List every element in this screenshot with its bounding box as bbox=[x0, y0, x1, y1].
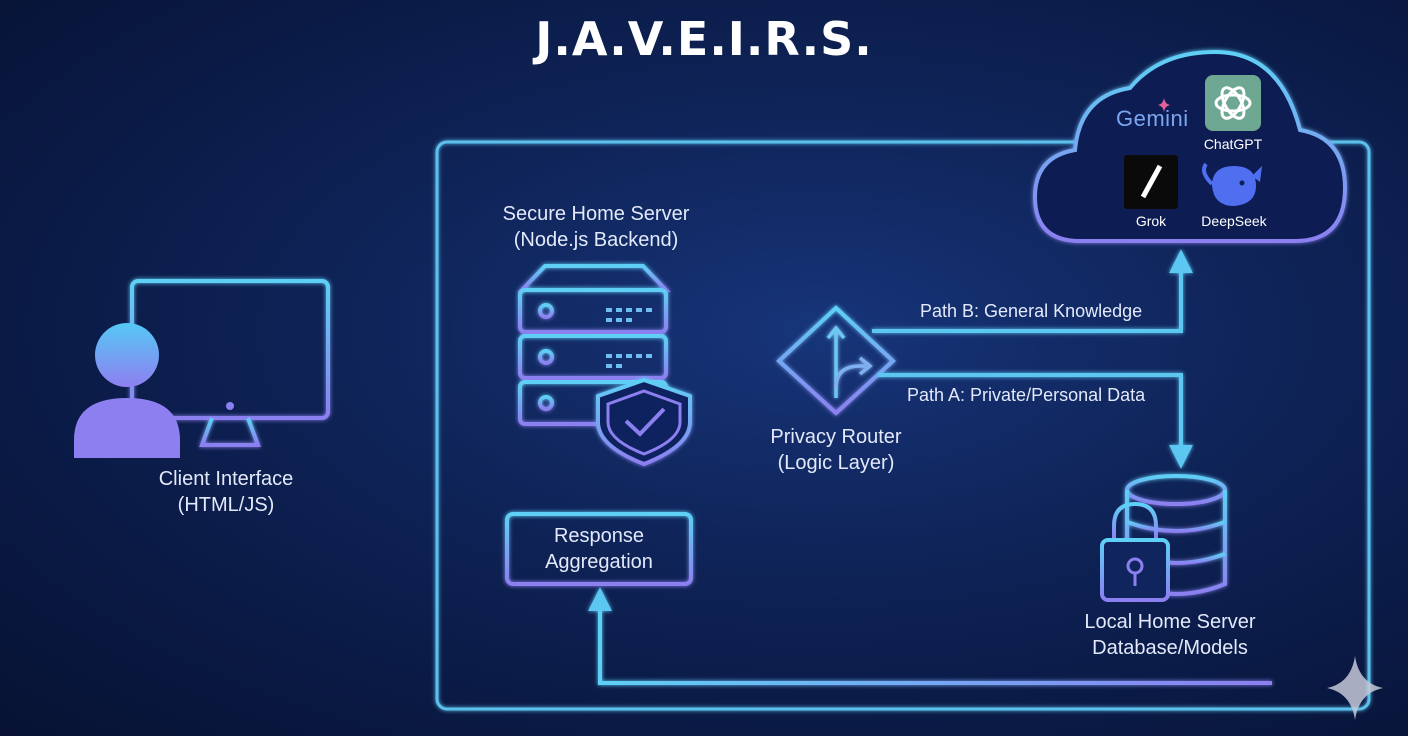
path-b-connector bbox=[872, 249, 1193, 333]
arrow-loop-to-aggregation bbox=[588, 587, 1272, 685]
monitor-power-dot bbox=[226, 402, 234, 410]
diagram-title: J.A.V.E.I.R.S. bbox=[535, 12, 873, 66]
cloud-shape bbox=[1032, 49, 1348, 243]
secure-server-label-line1: Secure Home Server bbox=[502, 203, 690, 225]
client-label: Client Interface (HTML/JS) bbox=[136, 466, 316, 518]
gemini-label: Gemini bbox=[1116, 106, 1189, 131]
star-watermark-icon bbox=[1327, 656, 1383, 720]
response-aggregation-box bbox=[505, 512, 693, 586]
local-server-label-line2: Database/Models bbox=[1092, 637, 1248, 659]
lock-icon bbox=[1100, 501, 1170, 602]
shield-check-icon bbox=[596, 377, 692, 467]
response-aggregation-label-line1: Response bbox=[553, 525, 645, 547]
grok-logo bbox=[1124, 155, 1178, 209]
gemini-sparkle-icon bbox=[1158, 98, 1170, 112]
secure-server-label-line2: (Node.js Backend) bbox=[513, 229, 679, 251]
path-b-label: Path B: General Knowledge bbox=[920, 301, 1143, 321]
server-vent-dots bbox=[606, 308, 652, 368]
grok-label: Grok bbox=[1135, 213, 1167, 229]
privacy-router-label-line1: Privacy Router bbox=[770, 426, 902, 448]
path-a-connector bbox=[878, 373, 1193, 469]
user-icon bbox=[74, 323, 180, 458]
router-diamond-icon bbox=[776, 305, 896, 416]
response-aggregation-label: Response Aggregation bbox=[507, 523, 691, 575]
privacy-router-label-line2: (Logic Layer) bbox=[777, 452, 895, 474]
deepseek-label: DeepSeek bbox=[1201, 213, 1267, 229]
client-label-line1: Client Interface bbox=[158, 468, 294, 490]
local-server-label: Local Home Server Database/Models bbox=[1060, 609, 1280, 661]
deepseek-logo bbox=[1202, 162, 1262, 206]
monitor-icon bbox=[130, 279, 330, 449]
server-rack-icon bbox=[517, 264, 671, 426]
response-aggregation-label-line2: Aggregation bbox=[545, 551, 653, 573]
secure-server-label: Secure Home Server (Node.js Backend) bbox=[476, 201, 716, 253]
system-boundary-frame bbox=[435, 140, 1371, 711]
privacy-router-label: Privacy Router (Logic Layer) bbox=[746, 424, 926, 476]
path-a-label: Path A: Private/Personal Data bbox=[907, 385, 1146, 405]
chatgpt-label: ChatGPT bbox=[1203, 136, 1263, 152]
chatgpt-logo bbox=[1205, 75, 1261, 131]
client-label-line2: (HTML/JS) bbox=[177, 494, 275, 516]
local-server-label-line1: Local Home Server bbox=[1084, 611, 1256, 633]
